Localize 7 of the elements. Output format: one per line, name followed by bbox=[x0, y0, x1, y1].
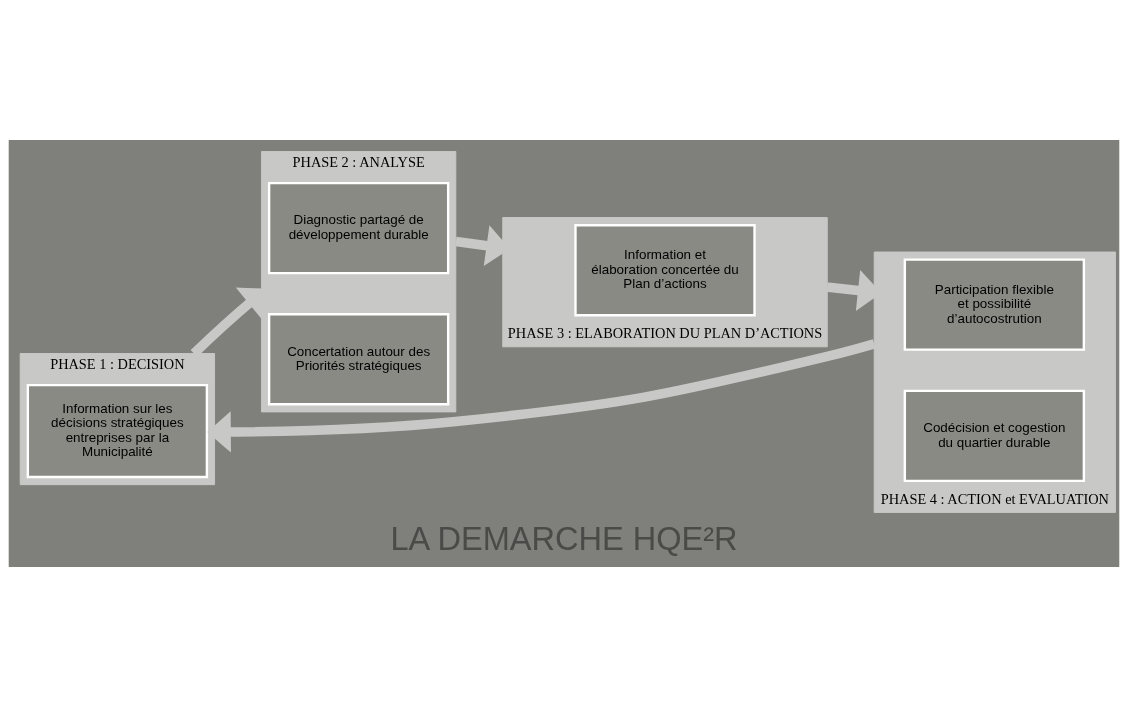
node-box: Information et élaboration concertée du Plan d’actions bbox=[574, 223, 756, 316]
node-box: Codécision et cogestion du quartier durable bbox=[903, 389, 1086, 482]
node-box: Information sur les décisions stratégiques entreprises par la Municipalité bbox=[26, 383, 209, 478]
node-box: Diagnostic partagé de développement durable bbox=[267, 181, 450, 274]
node-box: Concertation autour des Priorités stratégiques bbox=[267, 312, 450, 405]
arrow bbox=[207, 338, 876, 452]
node-box: Participation flexible et possibilité d’autocostrution bbox=[903, 257, 1086, 351]
